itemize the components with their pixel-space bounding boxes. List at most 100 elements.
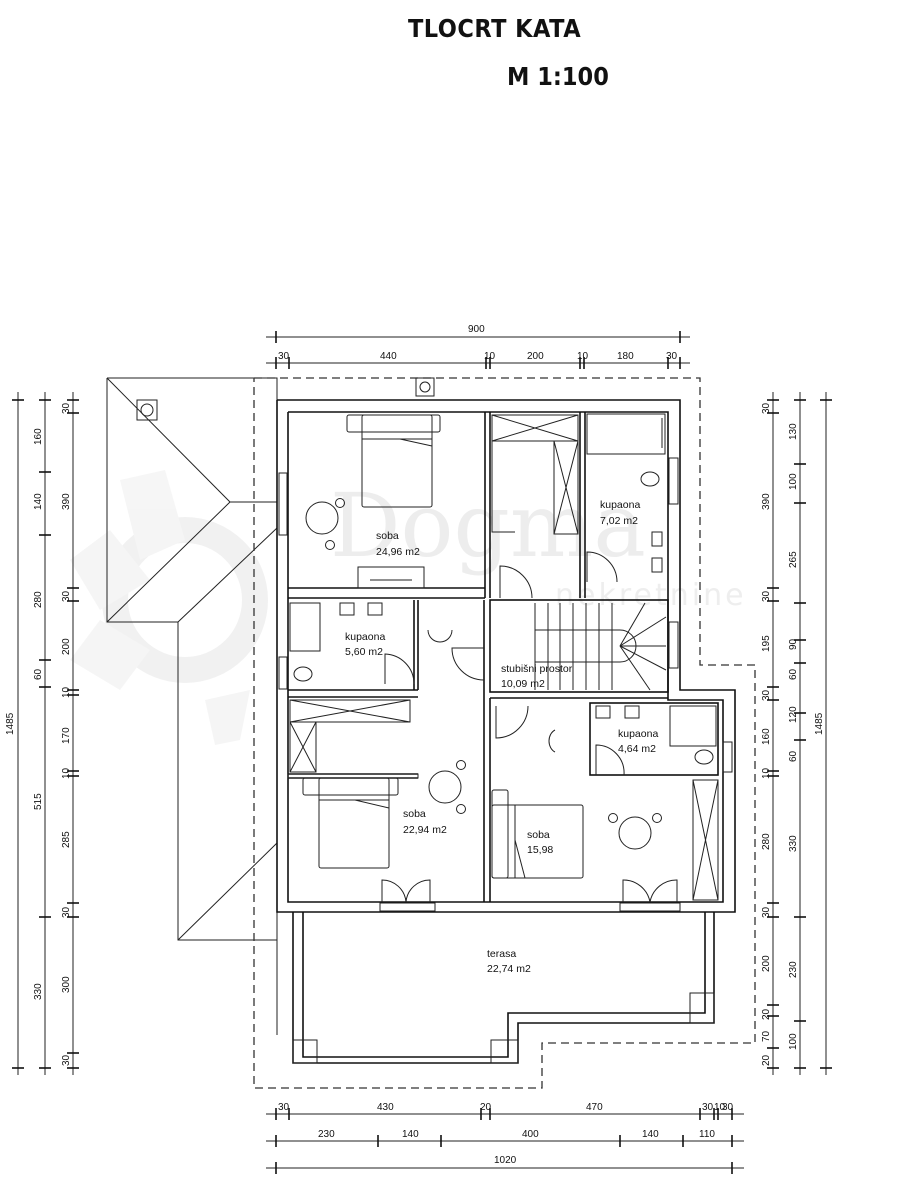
- svg-text:1485: 1485: [5, 712, 16, 735]
- svg-text:470: 470: [586, 1102, 603, 1113]
- watermark-brand: Dogma: [330, 474, 646, 577]
- sink-icon: [624, 705, 640, 719]
- svg-text:170: 170: [61, 727, 72, 744]
- room-area: 22,94 m2: [403, 824, 447, 836]
- svg-text:120: 120: [788, 706, 799, 723]
- svg-text:60: 60: [788, 668, 799, 680]
- svg-text:300: 300: [61, 976, 72, 993]
- watermark-logo-icon: [70, 470, 268, 745]
- bed-icon: [302, 777, 399, 796]
- bathtub-icon: [289, 602, 321, 652]
- svg-text:60: 60: [33, 668, 44, 680]
- dimension-bottom: 30 430 20 470 30 10 30 230 140 400 140 1…: [266, 1102, 744, 1174]
- room-name: kupaona: [345, 631, 385, 643]
- svg-text:30: 30: [761, 402, 772, 414]
- room-area: 22,74 m2: [487, 963, 531, 975]
- svg-text:280: 280: [761, 833, 772, 850]
- svg-text:330: 330: [33, 983, 44, 1000]
- toilet-icon: [694, 749, 714, 765]
- room-name: kupaona: [618, 728, 658, 740]
- svg-text:515: 515: [33, 793, 44, 810]
- room-name: soba: [403, 808, 426, 820]
- svg-text:10: 10: [761, 767, 772, 779]
- svg-text:30: 30: [761, 590, 772, 602]
- svg-text:200: 200: [761, 955, 772, 972]
- watermark: Dogma nekretnine: [70, 470, 744, 745]
- room-name: kupaona: [600, 499, 640, 511]
- svg-text:110: 110: [699, 1129, 715, 1140]
- drawing-scale: M 1:100: [507, 62, 609, 91]
- svg-text:160: 160: [33, 428, 44, 445]
- window: [668, 457, 679, 505]
- svg-text:20: 20: [761, 1054, 772, 1066]
- toilet-icon: [293, 666, 313, 682]
- room-name: soba: [376, 530, 399, 542]
- window: [668, 621, 679, 669]
- table-icon: [618, 816, 652, 850]
- svg-text:10: 10: [714, 1102, 726, 1113]
- svg-text:265: 265: [788, 551, 799, 568]
- svg-text:230: 230: [318, 1129, 335, 1140]
- svg-text:20: 20: [761, 1008, 772, 1020]
- svg-text:200: 200: [61, 638, 72, 655]
- dimension-top: 900 30 440 10 200 10 180 30: [266, 324, 690, 369]
- sink-icon: [651, 531, 663, 547]
- svg-text:900: 900: [468, 324, 485, 335]
- svg-text:140: 140: [33, 493, 44, 510]
- svg-text:100: 100: [788, 1033, 799, 1050]
- chair-icon: [548, 729, 556, 753]
- svg-text:10: 10: [484, 351, 496, 362]
- svg-text:30: 30: [666, 351, 678, 362]
- window: [278, 472, 288, 536]
- chimney-icon: [419, 381, 431, 393]
- sink-icon: [367, 602, 383, 616]
- svg-text:60: 60: [788, 750, 799, 762]
- room-area: 7,02 m2: [600, 515, 638, 527]
- doors: [381, 551, 678, 903]
- svg-text:30: 30: [761, 689, 772, 701]
- window: [278, 656, 288, 690]
- window: [619, 902, 681, 912]
- desk-icon: [357, 566, 425, 589]
- chimney-icon: [140, 403, 154, 417]
- chair-icon: [427, 629, 453, 643]
- svg-text:30: 30: [61, 590, 72, 602]
- svg-text:200: 200: [527, 351, 544, 362]
- toilet-icon: [640, 471, 660, 487]
- svg-text:100: 100: [788, 473, 799, 490]
- bed-icon: [346, 414, 441, 433]
- svg-text:30: 30: [61, 402, 72, 414]
- windows: [278, 457, 733, 912]
- room-name: soba: [527, 829, 550, 841]
- svg-text:30: 30: [702, 1102, 714, 1113]
- svg-text:30: 30: [278, 351, 290, 362]
- svg-text:390: 390: [761, 493, 772, 510]
- svg-text:10: 10: [61, 686, 72, 698]
- staircase: [534, 602, 667, 691]
- room-area: 15,98: [527, 844, 553, 856]
- svg-text:1485: 1485: [814, 712, 825, 735]
- svg-text:30: 30: [761, 906, 772, 918]
- svg-text:10: 10: [577, 351, 589, 362]
- svg-text:30: 30: [278, 1102, 290, 1113]
- svg-text:20: 20: [480, 1102, 492, 1113]
- room-name: stubišni prostor: [501, 663, 573, 675]
- room-labels: soba 24,96 m2 kupaona 7,02 m2 kupaona 5,…: [345, 499, 658, 975]
- terrace: [292, 912, 715, 1064]
- window: [722, 741, 733, 773]
- room-name: terasa: [487, 948, 516, 960]
- svg-text:180: 180: [617, 351, 634, 362]
- svg-text:430: 430: [377, 1102, 394, 1113]
- table-icon: [305, 501, 339, 535]
- svg-text:160: 160: [761, 728, 772, 745]
- sink-icon: [651, 557, 663, 573]
- bed-icon: [491, 789, 509, 879]
- svg-text:285: 285: [61, 831, 72, 848]
- svg-text:30: 30: [722, 1102, 734, 1113]
- svg-text:1020: 1020: [494, 1155, 517, 1166]
- room-area: 24,96 m2: [376, 546, 420, 558]
- svg-text:280: 280: [33, 591, 44, 608]
- sink-icon: [339, 602, 355, 616]
- svg-text:10: 10: [61, 767, 72, 779]
